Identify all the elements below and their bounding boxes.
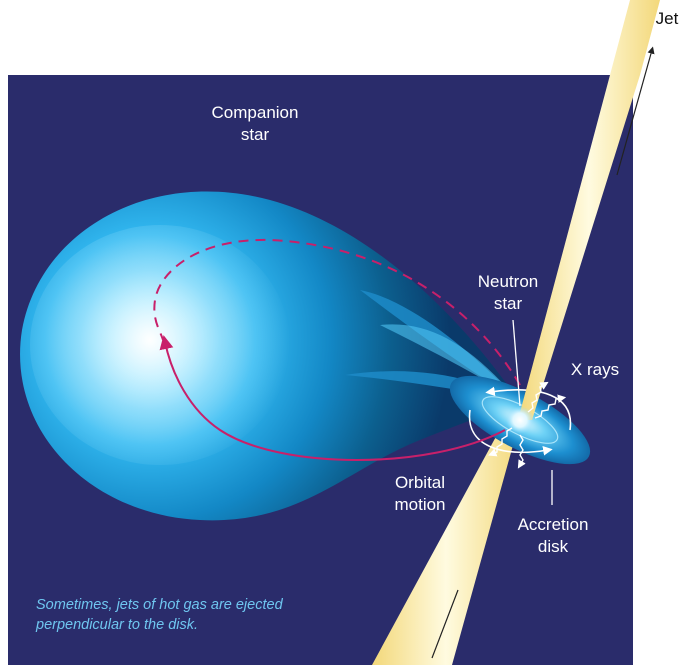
orbital-motion-label-line1: Orbital <box>395 473 445 492</box>
caption-line2: perpendicular to the disk. <box>35 617 198 633</box>
x-ray-squiggle <box>517 434 526 469</box>
accretion-disk-label-line2: disk <box>538 537 569 556</box>
orbital-motion-label-line2: motion <box>394 495 445 514</box>
orbit-path-solid <box>159 335 506 461</box>
x-ray-squiggle <box>488 427 513 457</box>
x-ray-squiggle <box>527 381 549 413</box>
neutron-star <box>506 406 534 434</box>
companion-star-label-line1: Companion <box>212 103 299 122</box>
accretion-disk-label-line1: Accretion <box>518 515 589 534</box>
disk-rotation-arrow-back <box>485 386 572 431</box>
jet-lower-direction-arrow <box>431 589 459 659</box>
disk-rotation-arrow-front <box>468 409 553 456</box>
neutron-star-pointer <box>512 319 521 407</box>
companion-star-label-line2: star <box>241 125 270 144</box>
orbit-path-dashed <box>153 238 521 386</box>
jet-upper <box>518 0 660 420</box>
jet-label: Jet <box>656 9 679 28</box>
x-ray-emissions <box>488 381 567 469</box>
neutron-star-label-line1: Neutron <box>478 272 538 291</box>
jet-upper-direction-arrow <box>616 46 655 176</box>
x-rays-label: X rays <box>571 360 619 379</box>
neutron-star-label-line2: star <box>494 294 523 313</box>
gas-stream-lower <box>345 371 518 400</box>
jet-lower <box>372 420 520 665</box>
companion-star-glow <box>30 225 290 465</box>
caption-line1: Sometimes, jets of hot gas are ejected <box>36 597 284 613</box>
x-ray-squiggle <box>534 394 567 419</box>
